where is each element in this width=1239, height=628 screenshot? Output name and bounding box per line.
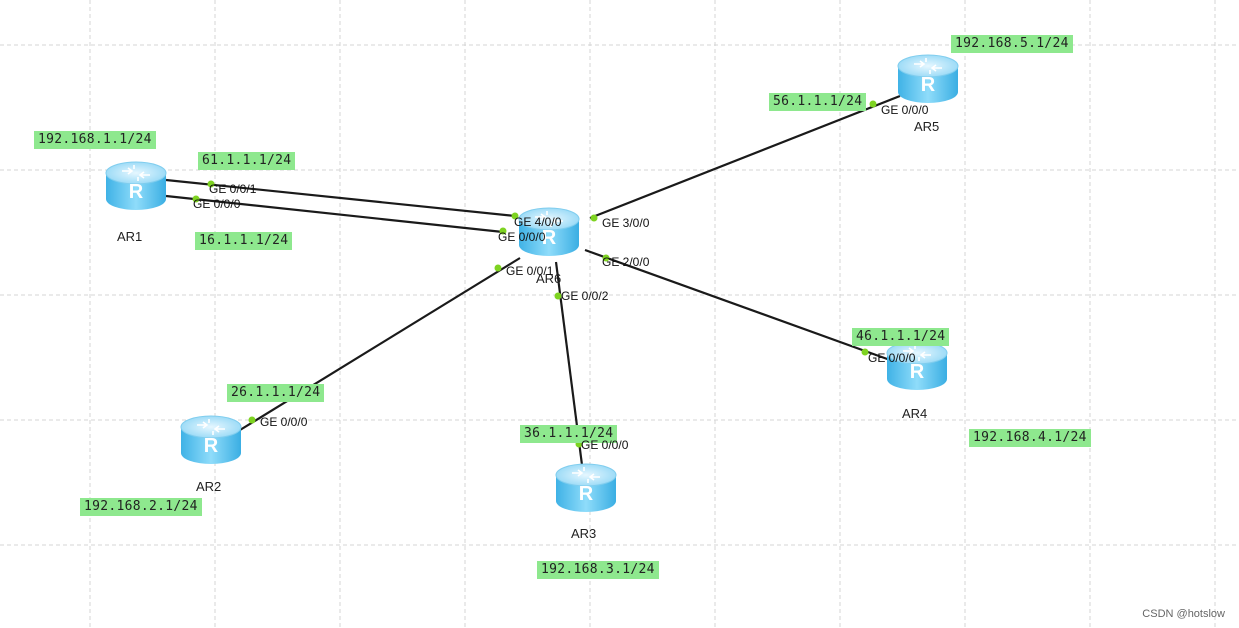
port-dot-ar6-ge001 (494, 264, 502, 272)
port-label-ar2-ge000: GE 0/0/0 (260, 415, 308, 429)
ip-label-ar4-wan: 46.1.1.1/24 (852, 328, 950, 346)
link-ar6-ar5[interactable] (589, 94, 901, 220)
router-name-ar4: AR4 (902, 406, 928, 421)
router-icon: R (105, 161, 167, 210)
port-dot-ar4-ge000 (861, 348, 869, 356)
router-ar6[interactable]: R (518, 207, 580, 256)
port-label-ar6-ge300: GE 3/0/0 (602, 216, 650, 230)
ip-label-ar1-link2: 16.1.1.1/24 (195, 232, 293, 250)
port-dot-ar2-ge000 (248, 416, 256, 424)
port-label-ar5-ge000: GE 0/0/0 (881, 103, 929, 117)
watermark: CSDN @hotslow (1142, 608, 1225, 620)
port-dots (192, 100, 877, 448)
router-ar1[interactable]: R (105, 161, 167, 210)
port-label-ar1-ge001: GE 0/0/1 (209, 182, 257, 196)
ip-label-ar1-lan: 192.168.1.1/24 (34, 131, 156, 149)
port-label-ar6-ge200: GE 2/0/0 (602, 255, 650, 269)
router-ar3[interactable]: R (555, 463, 617, 512)
link-ar6-ar2[interactable] (239, 257, 521, 431)
port-label-ar6-ge002: GE 0/0/2 (561, 289, 609, 303)
ip-label-ar5-wan: 56.1.1.1/24 (769, 93, 867, 111)
router-icon: R (897, 54, 959, 103)
router-name-ar5: AR5 (914, 119, 940, 134)
router-glyph: R (129, 181, 144, 203)
router-icon: R (180, 415, 242, 464)
port-label-ar1-ge000: GE 0/0/0 (193, 197, 241, 211)
router-glyph: R (921, 74, 936, 96)
port-label-ar6-ge400: GE 4/0/0 (514, 215, 562, 229)
link-ar1-ar6-ge000[interactable] (165, 194, 504, 234)
port-dot-ar6-ge002 (554, 292, 562, 300)
router-glyph: R (542, 227, 557, 249)
ip-label-ar2-wan: 26.1.1.1/24 (227, 384, 325, 402)
router-name-ar3: AR3 (571, 526, 597, 541)
router-icon: R (518, 207, 580, 256)
ip-label-ar3-wan: 36.1.1.1/24 (520, 425, 618, 443)
port-label-ar4-ge000: GE 0/0/0 (868, 351, 916, 365)
router-ar5[interactable]: R (897, 54, 959, 103)
router-icon: R (555, 463, 617, 512)
port-dot-ar6-ge400 (511, 212, 519, 220)
port-dot-ar6-ge200 (602, 254, 610, 262)
ip-label-ar4-lan: 192.168.4.1/24 (969, 429, 1091, 447)
port-label-ar6-ge000: GE 0/0/0 (498, 230, 546, 244)
port-label-ar6-ge001: GE 0/0/1 (506, 264, 554, 278)
port-dot-ar6-ge300 (590, 214, 598, 222)
router-name-ar2: AR2 (196, 479, 222, 494)
ip-label-ar1-link1: 61.1.1.1/24 (198, 152, 296, 170)
port-dot-ar1-ge000 (192, 195, 200, 203)
router-glyph: R (910, 361, 925, 383)
router-name-ar1: AR1 (117, 229, 143, 244)
ip-label-ar2-lan: 192.168.2.1/24 (80, 498, 202, 516)
router-glyph: R (204, 435, 219, 457)
router-glyph: R (579, 483, 594, 505)
port-dot-ar5-ge000 (869, 100, 877, 108)
router-ar2[interactable]: R (180, 415, 242, 464)
router-name-ar6: AR6 (536, 271, 562, 286)
port-label-ar3-ge000: GE 0/0/0 (581, 438, 629, 452)
ip-label-ar3-lan: 192.168.3.1/24 (537, 561, 659, 579)
router-ar4[interactable]: R (886, 341, 948, 390)
port-dot-ar6-ge000 (499, 227, 507, 235)
ip-label-ar5-lan: 192.168.5.1/24 (951, 35, 1073, 53)
port-dot-ar1-ge001 (207, 180, 215, 188)
router-icon: R (886, 341, 948, 390)
link-ar6-ar4[interactable] (584, 248, 891, 362)
link-ar1-ar6-ge001[interactable] (165, 178, 516, 218)
